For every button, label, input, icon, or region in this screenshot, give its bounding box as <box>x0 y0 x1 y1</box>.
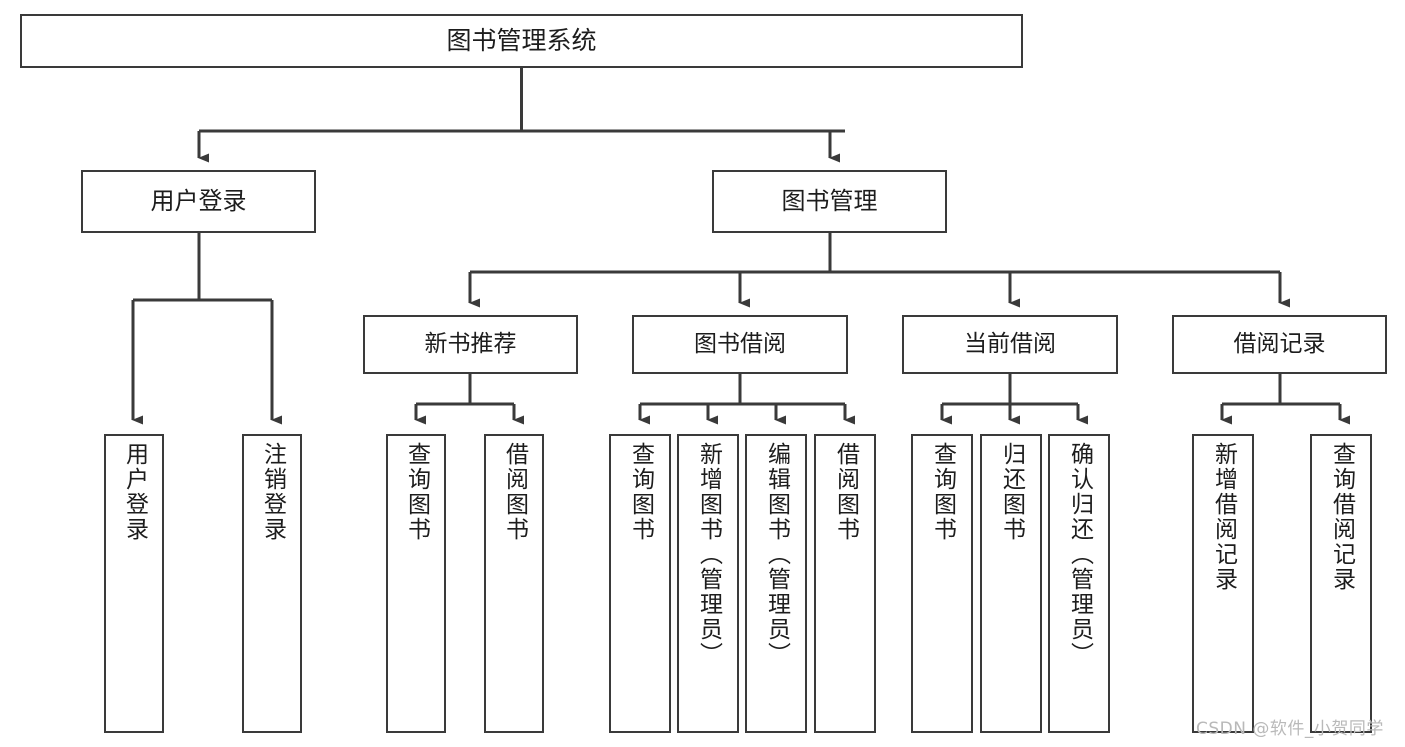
node-leaf-borrow-book[interactable]: 借阅图书 <box>814 434 876 733</box>
node-book-borrow[interactable]: 图书借阅 <box>632 315 848 374</box>
node-leaf-user-logout[interactable]: 注销登录 <box>242 434 302 733</box>
node-label: 归还图书 <box>998 442 1025 542</box>
node-leaf-query-borrow-record[interactable]: 查询借阅记录 <box>1310 434 1372 733</box>
node-label: 查询图书 <box>627 442 654 542</box>
node-label: 新增借阅记录 <box>1210 442 1237 592</box>
node-label: 确认归还（管理员） <box>1066 442 1093 667</box>
node-borrow-record[interactable]: 借阅记录 <box>1172 315 1387 374</box>
node-label: 新增图书（管理员） <box>695 442 722 667</box>
node-leaf-query-book-current[interactable]: 查询图书 <box>911 434 973 733</box>
node-leaf-add-book-admin[interactable]: 新增图书（管理员） <box>677 434 739 733</box>
node-leaf-add-borrow-record[interactable]: 新增借阅记录 <box>1192 434 1254 733</box>
node-leaf-edit-book-admin[interactable]: 编辑图书（管理员） <box>745 434 807 733</box>
node-user-login[interactable]: 用户登录 <box>81 170 316 233</box>
node-leaf-return-book[interactable]: 归还图书 <box>980 434 1042 733</box>
node-label: 查询借阅记录 <box>1328 442 1355 592</box>
node-label: 新书推荐 <box>424 330 517 357</box>
node-label: 借阅记录 <box>1233 330 1326 357</box>
node-leaf-borrow-book-recommend[interactable]: 借阅图书 <box>484 434 544 733</box>
node-label: 编辑图书（管理员） <box>763 442 790 667</box>
node-label: 用户登录 <box>150 187 247 216</box>
node-label: 图书借阅 <box>694 330 786 357</box>
node-label: 借阅图书 <box>501 442 528 542</box>
node-label: 注销登录 <box>259 442 286 542</box>
node-book-management[interactable]: 图书管理 <box>712 170 947 233</box>
node-current-borrow[interactable]: 当前借阅 <box>902 315 1118 374</box>
node-root-book-management-system[interactable]: 图书管理系统 <box>20 14 1023 68</box>
node-leaf-confirm-return-admin[interactable]: 确认归还（管理员） <box>1048 434 1110 733</box>
node-label: 查询图书 <box>403 442 430 542</box>
node-leaf-query-book-borrow[interactable]: 查询图书 <box>609 434 671 733</box>
node-label: 当前借阅 <box>964 330 1056 357</box>
node-label: 图书管理 <box>781 187 878 216</box>
csdn-watermark: CSDN @软件_小贺同学 <box>1196 719 1384 739</box>
node-label: 查询图书 <box>929 442 956 542</box>
node-label: 图书管理系统 <box>446 26 597 56</box>
node-new-book-recommend[interactable]: 新书推荐 <box>363 315 578 374</box>
node-label: 借阅图书 <box>832 442 859 542</box>
node-leaf-user-login[interactable]: 用户登录 <box>104 434 164 733</box>
node-leaf-query-book-recommend[interactable]: 查询图书 <box>386 434 446 733</box>
node-label: 用户登录 <box>121 442 148 542</box>
